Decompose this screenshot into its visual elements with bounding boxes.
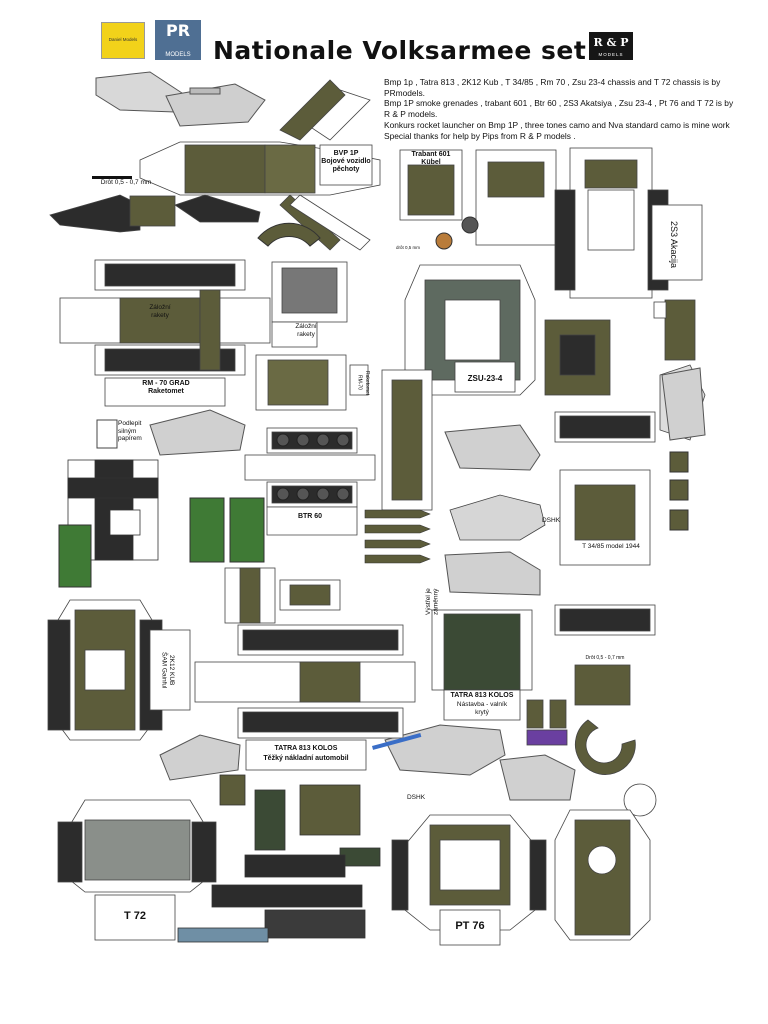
wire-scale-label-2: Drôt 0,5 - 0,7 mm xyxy=(585,655,625,661)
credit-line: R & P models. xyxy=(384,109,438,120)
bvp-label: BVP 1P Bojové vozidlo pěchoty xyxy=(321,150,371,173)
backup-rockets-label-2: Záložní rakety xyxy=(295,323,317,338)
credits-text: Bmp 1p , Tatra 813 , 2K12 Kub , T 34/85 … xyxy=(384,77,734,141)
rocket-launcher-label: Raketomet RM-70 xyxy=(356,370,371,396)
shot-interchangeable-label: Výstřel je záměnný xyxy=(425,588,440,616)
wire-scale-label: Drôt 0,5 - 0,7 mm xyxy=(100,179,152,186)
logo-center-bottom: MODELS xyxy=(165,52,191,58)
page-title: Nationale Volksarmee set xyxy=(213,36,587,65)
kub-label: 2K12 KUB ŠAM Gainful xyxy=(160,651,176,689)
btr60-label: BTR 60 xyxy=(297,513,323,520)
daniel-models-logo: Daniel Models xyxy=(101,22,145,59)
tatra-main-label: TATRA 813 KOLOS xyxy=(274,745,338,752)
backup-rockets-label-1: Záložní rakety xyxy=(149,304,171,319)
trabant-label: Trabant 601 Kübel xyxy=(411,151,451,166)
credit-line: Special thanks for help by Pips from R &… xyxy=(384,130,576,141)
dshk-label-1: DSHK xyxy=(541,517,561,524)
tatra-main-sub-label: Těžký nákladní automobil xyxy=(263,755,349,762)
t34-label: T 34/85 model 1944 xyxy=(582,543,640,550)
bmp-hull-preview xyxy=(95,71,266,127)
rp-models-logo: R & P MODELS xyxy=(589,32,633,60)
pr-models-logo: PR MODELS xyxy=(155,20,201,60)
akacija-label: 2S3 Akacija xyxy=(669,221,679,269)
tatra-kolos-sub-label: Nástavba - valník krytý xyxy=(456,701,508,716)
logo-right-bottom: MODELS xyxy=(598,52,624,57)
logo-right-top: R & P xyxy=(593,36,629,49)
credit-line: PRmodels. xyxy=(384,87,425,98)
rm70-label: RM - 70 GRAD Raketomet xyxy=(142,380,190,395)
credit-line: Konkurs rocket launcher on Bmp 1P , thre… xyxy=(384,119,730,130)
credit-line: Bmp 1p , Tatra 813 , 2K12 Kub , T 34/85 … xyxy=(384,77,721,87)
podlepit-label: Podlepit silným papírem xyxy=(118,420,142,442)
small-wire-label: drôt 0,5 mm xyxy=(395,245,420,250)
dshk-label-2: DSHK xyxy=(406,794,426,801)
logo-center-top: PR xyxy=(165,21,191,40)
zsu-label: ZSU-23-4 xyxy=(467,374,503,383)
tatra-kolos-label: TATRA 813 KOLOS xyxy=(450,692,514,699)
credit-line: Bmp 1P smoke grenades , trabant 601 , Bt… xyxy=(384,98,734,109)
pt76-label: PT 76 xyxy=(455,920,485,932)
t72-label: T 72 xyxy=(123,910,146,922)
logo-left-text: Daniel Models xyxy=(108,37,138,42)
